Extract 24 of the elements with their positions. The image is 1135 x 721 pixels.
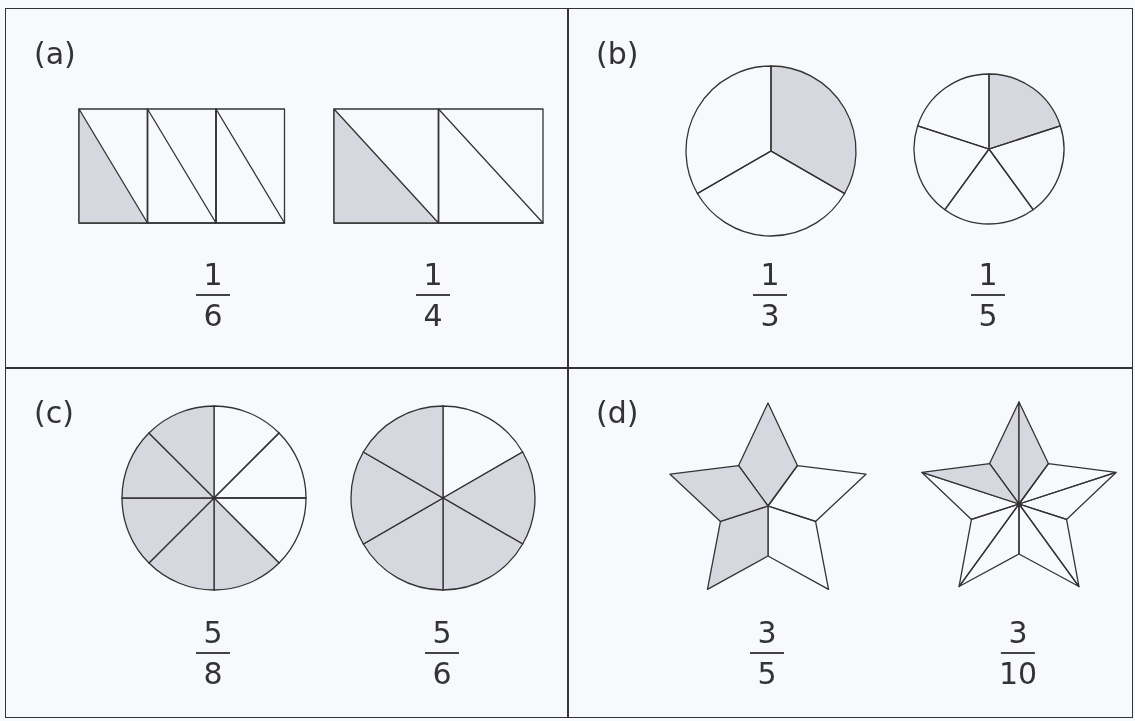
fraction-numerator: 1 bbox=[760, 258, 780, 291]
fraction-denominator: 6 bbox=[203, 299, 223, 332]
fraction-numerator: 1 bbox=[978, 258, 998, 291]
panel-label: (d) bbox=[596, 398, 639, 428]
fraction-numerator: 3 bbox=[757, 616, 777, 649]
fraction-numerator: 1 bbox=[423, 258, 443, 291]
panel bbox=[5, 367, 569, 718]
panel bbox=[5, 8, 569, 369]
fraction-denominator: 10 bbox=[998, 657, 1038, 690]
panel-label: (b) bbox=[596, 39, 639, 69]
panel-label: (c) bbox=[34, 398, 74, 428]
fraction-denominator: 3 bbox=[760, 299, 780, 332]
panel-label: (a) bbox=[34, 39, 76, 69]
fraction-numerator: 5 bbox=[203, 616, 223, 649]
fraction-denominator: 5 bbox=[757, 657, 777, 690]
panel bbox=[567, 367, 1133, 718]
fraction-denominator: 8 bbox=[203, 657, 223, 690]
fraction-numerator: 3 bbox=[1008, 616, 1028, 649]
fraction-denominator: 5 bbox=[978, 299, 998, 332]
panel bbox=[567, 8, 1133, 369]
fraction-denominator: 6 bbox=[432, 657, 452, 690]
fraction-numerator: 1 bbox=[203, 258, 223, 291]
fraction-numerator: 5 bbox=[432, 616, 452, 649]
fraction-denominator: 4 bbox=[423, 299, 443, 332]
